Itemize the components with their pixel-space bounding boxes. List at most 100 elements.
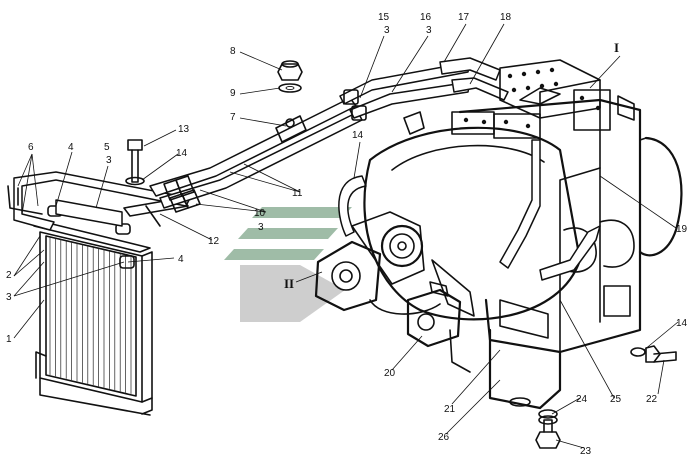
callout-22: 22	[646, 394, 658, 405]
callout-16: 16	[420, 12, 432, 23]
leader-line	[17, 153, 33, 187]
block-bolt	[549, 67, 555, 73]
leader-line	[359, 35, 385, 99]
leader-line	[451, 349, 501, 405]
callout-5: 5	[104, 142, 110, 153]
callout-2: 2	[6, 270, 12, 281]
watermark-logo	[224, 207, 352, 322]
callout-6: 6	[28, 142, 34, 153]
leader-line	[143, 129, 177, 147]
callout-14-right: 14	[676, 318, 688, 329]
washer-9	[278, 83, 302, 93]
leader-line	[243, 163, 301, 193]
leader-line	[21, 153, 33, 215]
leader-line	[55, 151, 73, 207]
callout-7: 7	[230, 112, 236, 123]
watermark-gray-block	[240, 265, 300, 322]
leader-line	[159, 213, 213, 241]
leader-line	[599, 175, 677, 229]
callout-3-radiator: 3	[6, 292, 12, 303]
leader-line	[95, 165, 109, 209]
leader-line	[13, 261, 125, 297]
block-bolt	[503, 119, 509, 125]
callout-21: 21	[444, 404, 456, 415]
block-bolt	[539, 83, 545, 89]
callout-17: 17	[458, 12, 470, 23]
callout-24: 24	[576, 394, 588, 405]
leader-line	[199, 189, 267, 213]
leader-line	[13, 299, 45, 339]
leader-line	[657, 359, 665, 395]
block-bolt	[553, 81, 559, 87]
callout-20: 20	[384, 368, 396, 379]
leader-line	[13, 261, 45, 297]
leader-line	[31, 153, 39, 207]
block-bolt	[463, 117, 469, 123]
callout-16-sub: 3	[426, 25, 432, 36]
callout-10-sub: 3	[258, 222, 264, 233]
leader-line	[559, 299, 615, 399]
callout-8: 8	[230, 46, 236, 57]
block-bolt	[525, 123, 531, 129]
watermark-gray-wedge	[300, 265, 345, 322]
callout-5-sub: 3	[106, 155, 112, 166]
leader-line	[391, 335, 423, 371]
callout-4-lower: 4	[178, 254, 184, 265]
callout-II: II	[284, 276, 294, 291]
callout-10: 10	[254, 208, 266, 219]
leader-line	[229, 171, 301, 193]
callout-4-upper: 4	[68, 142, 74, 153]
leader-line	[391, 35, 429, 93]
leader-line	[555, 439, 585, 449]
block-bolt	[511, 87, 517, 93]
leader-line	[13, 249, 45, 277]
bolt-22	[630, 345, 677, 363]
callout-26: 26	[438, 432, 450, 443]
block-bolt	[535, 69, 541, 75]
bolt-13	[125, 139, 145, 186]
callout-14-middle: 14	[352, 130, 364, 141]
block-bolt	[507, 73, 513, 79]
block-bolt	[481, 119, 487, 125]
callout-14-upper-left: 14	[176, 148, 188, 159]
callout-9: 9	[230, 88, 236, 99]
callout-19: 19	[676, 224, 688, 235]
leader-line	[239, 51, 283, 71]
leader-line	[141, 153, 179, 181]
block-bolt	[525, 85, 531, 91]
callout-15-sub: 3	[384, 25, 390, 36]
callout-12: 12	[208, 236, 220, 247]
callout-15: 15	[378, 12, 390, 23]
leader-line	[589, 55, 621, 89]
hoses	[149, 57, 509, 237]
callout-18: 18	[500, 12, 512, 23]
leader-line	[643, 321, 679, 351]
block-bolt	[521, 71, 527, 77]
leader-line	[13, 235, 41, 277]
callout-labels: 1 2 3 4 4 5 3 6 7 8 9 10 3 11 12 13 14 1…	[6, 12, 688, 457]
leader-line	[469, 23, 505, 85]
leader-line	[295, 271, 323, 283]
callout-25: 25	[610, 394, 622, 405]
block-bolt	[579, 95, 585, 101]
leader-line	[127, 257, 175, 263]
hose-clamp-radiator-bottom	[119, 255, 135, 269]
radiator-pipes	[7, 171, 191, 269]
bolt-23	[535, 409, 561, 449]
watermark-green-stripe-bot	[224, 249, 324, 260]
leader-line	[445, 379, 501, 435]
nut-8	[277, 60, 303, 81]
leader-line	[353, 141, 361, 179]
callout-I: I	[614, 40, 619, 55]
hose-clamp-left-lower	[115, 223, 131, 235]
leader-line	[195, 203, 267, 213]
radiator	[33, 221, 153, 416]
pump-assembly-II	[314, 211, 475, 348]
leader-line	[551, 397, 581, 415]
leader-line	[239, 87, 281, 95]
leader-line	[443, 23, 467, 63]
watermark-green-stripe-top	[252, 207, 352, 218]
leader-line	[239, 117, 287, 127]
callout-13: 13	[178, 124, 190, 135]
